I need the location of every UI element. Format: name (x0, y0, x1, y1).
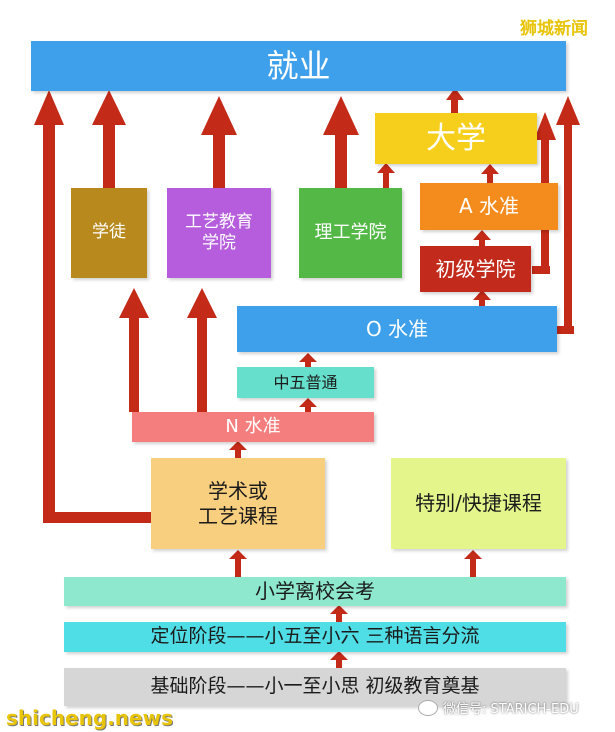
arrow-polytechnic-to-university (377, 163, 395, 188)
arrow-jc-to-alevel (473, 230, 491, 246)
arrow-ite-to-employment (201, 96, 237, 188)
watermark-top-right-text: 狮城新闻 (520, 19, 588, 39)
arrow-sec5-to-olevel (299, 353, 317, 367)
arrow-apprentice-to-employment (92, 90, 126, 188)
arrow-academic-to-nlevel (229, 441, 247, 458)
node-apprentice-label: 学徒 (92, 222, 126, 243)
arrow-olevel-to-jc (473, 290, 491, 306)
node-orientation-stage-label: 定位阶段——小五至小六 三种语言分流 (150, 625, 480, 648)
watermark-bottom-right-text: 微信号: STARICH-EDU (443, 702, 579, 717)
node-a-level-label: A 水准 (458, 194, 520, 218)
arrow-olevel-to-employment (556, 96, 580, 330)
node-n-level-label: N 水准 (225, 415, 281, 437)
arrow-university-to-employment (446, 88, 464, 113)
node-employment-label: 就业 (266, 47, 331, 85)
node-special-express: 特别/快捷课程 (391, 458, 566, 549)
arrow-alevel-to-university (481, 164, 499, 183)
arrow-academic-to-employment-horizontal (43, 512, 153, 523)
watermark-top-right: 狮城新闻 (520, 14, 588, 39)
node-orientation-stage: 定位阶段——小五至小六 三种语言分流 (64, 622, 566, 652)
arrow-nlevel-to-apprentice (119, 288, 149, 412)
node-junior-college-label: 初级学院 (435, 256, 516, 281)
node-foundation-stage-label: 基础阶段——小一至小思 初级教育奠基 (150, 675, 480, 698)
node-employment: 就业 (31, 41, 566, 91)
node-psle: 小学离校会考 (64, 577, 566, 606)
arrow-foundation-to-orientation (330, 651, 348, 668)
watermark-bottom-left: shicheng.news (6, 706, 173, 730)
wechat-icon (418, 699, 438, 716)
node-university: 大学 (375, 113, 537, 164)
node-o-level: O 水准 (237, 306, 557, 352)
node-n-level: N 水准 (132, 412, 374, 442)
node-ite: 工艺教育 学院 (167, 188, 271, 278)
arrow-academic-to-employment (34, 90, 64, 518)
node-polytechnic: 理工学院 (299, 188, 402, 278)
node-polytechnic-label: 理工学院 (314, 221, 387, 243)
node-a-level: A 水准 (420, 183, 558, 230)
node-university-label: 大学 (426, 120, 486, 156)
node-sec5-normal: 中五普通 (237, 367, 374, 398)
node-o-level-label: O 水准 (365, 316, 429, 341)
arrow-polytechnic-to-employment (323, 96, 359, 188)
arrow-nlevel-to-ite (187, 288, 217, 412)
node-sec5-normal-label: 中五普通 (273, 372, 338, 392)
node-apprentice: 学徒 (71, 188, 147, 278)
arrow-orientation-to-psle (330, 605, 348, 622)
node-junior-college: 初级学院 (420, 246, 531, 292)
watermark-bottom-right: 微信号: STARICH-EDU (418, 698, 579, 717)
node-foundation-stage: 基础阶段——小一至小思 初级教育奠基 (64, 668, 566, 706)
node-psle-label: 小学离校会考 (255, 579, 375, 603)
node-ite-label: 工艺教育 学院 (185, 211, 253, 253)
node-academic-technical-label: 学术或 工艺课程 (198, 478, 278, 528)
watermark-bottom-left-text: shicheng.news (6, 706, 173, 730)
arrow-nlevel-to-sec5 (299, 398, 317, 412)
node-special-express-label: 特别/快捷课程 (415, 491, 542, 515)
arrow-psle-to-express (464, 550, 482, 577)
arrow-psle-to-academic (229, 550, 247, 577)
node-academic-technical: 学术或 工艺课程 (151, 458, 325, 549)
